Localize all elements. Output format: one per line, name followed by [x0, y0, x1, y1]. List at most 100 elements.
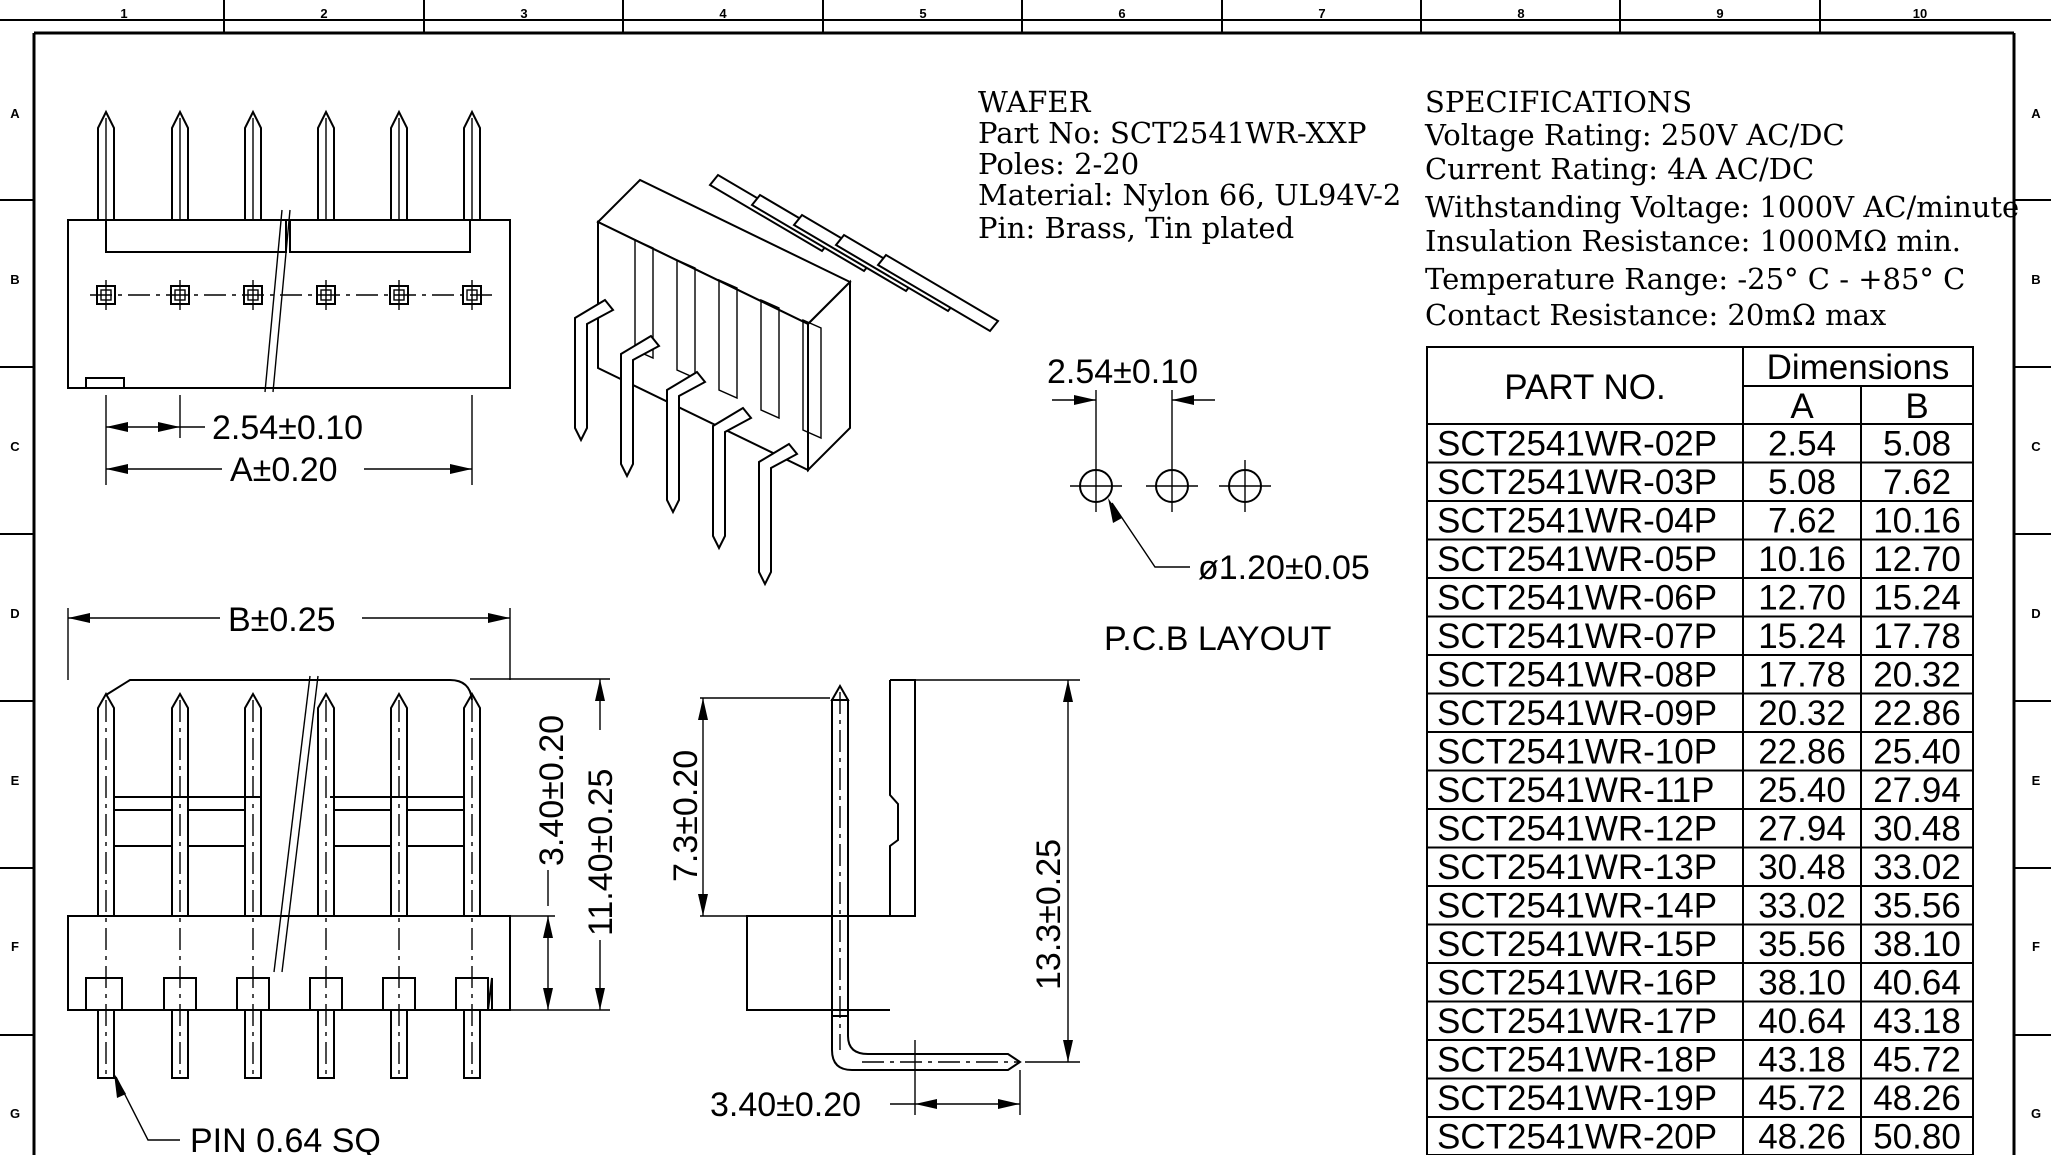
table-b-cell: 5.08	[1883, 425, 1951, 464]
table-b-cell: 35.56	[1873, 887, 1961, 926]
frame-column-label: 1	[120, 6, 127, 21]
spec-current-rating: Current Rating: 4A AC/DC	[1425, 152, 1814, 186]
table-part-cell: SCT2541WR-12P	[1437, 810, 1717, 849]
iso-front-pin	[758, 442, 799, 587]
iso-front-pin	[666, 370, 707, 515]
front-pin-tail	[97, 1010, 115, 1079]
table-a-cell: 12.70	[1758, 579, 1846, 618]
side-340-dimension: 3.40±0.20	[710, 1086, 861, 1124]
isometric-view	[574, 173, 1000, 587]
table-part-cell: SCT2541WR-20P	[1437, 1118, 1717, 1155]
wafer-material: Material: Nylon 66, UL94V-2	[978, 178, 1401, 212]
frame-row-label: G	[2031, 1106, 2041, 1121]
pcb-pitch-dimension: 2.54±0.10	[1047, 353, 1198, 391]
wafer-poles: Poles: 2-20	[978, 147, 1139, 181]
table-b-cell: 10.16	[1873, 502, 1961, 541]
table-a-cell: 22.86	[1758, 733, 1846, 772]
frame-column-label: 9	[1716, 6, 1723, 21]
spec-insulation-resistance: Insulation Resistance: 1000MΩ min.	[1425, 224, 1961, 258]
frame-column-label: 8	[1517, 6, 1524, 21]
iso-front-pin	[620, 334, 661, 479]
front-pin	[244, 691, 262, 916]
front-pin-tail	[244, 1010, 262, 1079]
table-b-cell: 48.26	[1873, 1079, 1961, 1118]
top-pin	[317, 109, 335, 220]
table-part-cell: SCT2541WR-14P	[1437, 887, 1717, 926]
front-pin-tail	[390, 1010, 408, 1079]
frame-row-label: G	[10, 1106, 20, 1121]
table-col-a-header: A	[1790, 387, 1814, 426]
spec-contact-resistance: Contact Resistance: 20mΩ max	[1425, 298, 1886, 332]
side-view: 7.3±0.20 13.3±0.25 3.40±0.20	[667, 679, 1080, 1124]
table-a-cell: 20.32	[1758, 694, 1846, 733]
table-part-cell: SCT2541WR-02P	[1437, 425, 1717, 464]
iso-front-pin	[574, 298, 615, 443]
table-a-cell: 38.10	[1758, 964, 1846, 1003]
pcb-layout-title: P.C.B LAYOUT	[1104, 620, 1331, 658]
top-pin	[97, 109, 115, 220]
table-col-b-header: B	[1905, 387, 1928, 426]
frame-row-label: A	[10, 106, 20, 121]
frame-row-label: F	[2032, 939, 2040, 954]
top-pin	[390, 109, 408, 220]
iso-slot	[802, 318, 822, 440]
frame-row-label: B	[10, 272, 19, 287]
wafer-info: WAFER Part No: SCT2541WR-XXP Poles: 2-20…	[978, 85, 1401, 245]
front-pin	[390, 691, 408, 916]
pin-note: PIN 0.64 SQ	[190, 1122, 381, 1155]
table-b-cell: 22.86	[1873, 694, 1961, 733]
table-b-cell: 38.10	[1873, 925, 1961, 964]
frame-row-label: E	[2032, 773, 2041, 788]
frame-row-label: D	[2031, 606, 2040, 621]
front-pin-tail	[463, 1010, 481, 1079]
table-part-cell: SCT2541WR-18P	[1437, 1041, 1717, 1080]
table-a-cell: 2.54	[1768, 425, 1836, 464]
front-pin	[317, 691, 335, 916]
frame-row-label: E	[11, 773, 20, 788]
table-part-cell: SCT2541WR-11P	[1437, 771, 1715, 810]
table-a-cell: 43.18	[1758, 1041, 1846, 1080]
table-part-header: PART NO.	[1504, 368, 1665, 407]
top-a-dimension: A±0.20	[230, 451, 338, 489]
frame-row-label: D	[10, 606, 19, 621]
table-b-cell: 30.48	[1873, 810, 1961, 849]
table-b-cell: 27.94	[1873, 771, 1961, 810]
frame-column-label: 3	[520, 6, 527, 21]
side-73-dimension: 7.3±0.20	[667, 750, 705, 882]
iso-back-pin	[876, 253, 1000, 333]
top-pin	[463, 109, 481, 220]
table-part-cell: SCT2541WR-09P	[1437, 694, 1717, 733]
pcb-layout: 2.54±0.10 ø1.20±0.05 P.C.B LAYOUT	[1047, 353, 1370, 658]
table-part-cell: SCT2541WR-04P	[1437, 502, 1717, 541]
table-part-cell: SCT2541WR-17P	[1437, 1002, 1717, 1041]
table-part-cell: SCT2541WR-03P	[1437, 463, 1717, 502]
pcb-hole-dimension: ø1.20±0.05	[1198, 549, 1370, 587]
frame-row-label: A	[2031, 106, 2041, 121]
specifications: SPECIFICATIONS Voltage Rating: 250V AC/D…	[1424, 85, 2019, 332]
table-part-cell: SCT2541WR-19P	[1437, 1079, 1717, 1118]
table-a-cell: 15.24	[1758, 617, 1846, 656]
table-a-cell: 30.48	[1758, 848, 1846, 887]
frame-row-label: F	[11, 939, 19, 954]
frame-column-label: 7	[1318, 6, 1325, 21]
front-pin	[171, 691, 189, 916]
table-b-cell: 40.64	[1873, 964, 1961, 1003]
table-b-cell: 25.40	[1873, 733, 1961, 772]
side-133-dimension: 13.3±0.25	[1030, 839, 1068, 990]
table-a-cell: 48.26	[1758, 1118, 1846, 1155]
table-b-cell: 12.70	[1873, 540, 1961, 579]
table-a-cell: 33.02	[1758, 887, 1846, 926]
frame-row-label: C	[2031, 439, 2041, 454]
table-part-cell: SCT2541WR-16P	[1437, 964, 1717, 1003]
table-a-cell: 5.08	[1768, 463, 1836, 502]
top-pitch-dimension: 2.54±0.10	[212, 409, 363, 447]
top-pin	[171, 109, 189, 220]
table-part-cell: SCT2541WR-05P	[1437, 540, 1717, 579]
iso-slot	[634, 238, 654, 360]
front-pin-tail	[317, 1010, 335, 1079]
table-b-cell: 17.78	[1873, 617, 1961, 656]
specifications-title: SPECIFICATIONS	[1425, 85, 1692, 119]
